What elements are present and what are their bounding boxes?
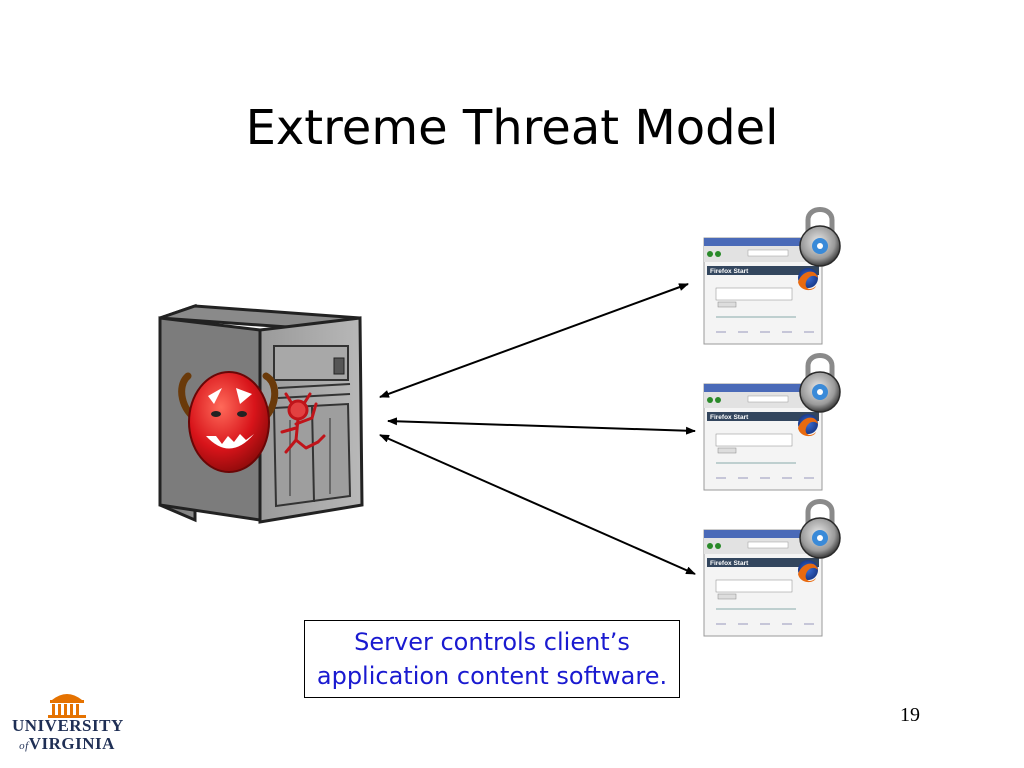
client-browser-2 xyxy=(704,356,840,491)
arrow-to-client-1 xyxy=(379,283,689,398)
callout-line-2: application content software. xyxy=(316,662,668,690)
server-tower-icon xyxy=(158,303,364,524)
arrow-to-client-3 xyxy=(379,434,696,575)
padlock-icon xyxy=(799,207,841,267)
firefox-icon xyxy=(798,268,818,291)
slide-page-number: 19 xyxy=(900,704,920,726)
callout-line-1: Server controls client’s xyxy=(354,628,630,656)
bsd-daemon-icon xyxy=(280,392,326,454)
callout-box: Server controls client’s application con… xyxy=(304,620,680,698)
client-browser-3 xyxy=(704,502,840,637)
connection-arrows xyxy=(379,283,696,575)
logo-virginia-line: ofVIRGINIA xyxy=(12,734,122,754)
arrow-to-client-2 xyxy=(387,417,696,435)
logo-university-text: UNIVERSITY xyxy=(12,716,124,735)
svg-text:Firefox Start: Firefox Start xyxy=(710,268,749,275)
university-rotunda-icon xyxy=(48,694,86,718)
devil-egg-icon xyxy=(178,371,279,473)
browser-window-icon: Firefox Start xyxy=(703,237,823,345)
client-browser-1: Firefox Start xyxy=(703,207,841,345)
slide-title: Extreme Threat Model xyxy=(245,100,779,156)
university-logo: UNIVERSITY ofVIRGINIA xyxy=(12,690,124,760)
logo-virginia-text: VIRGINIA xyxy=(28,734,115,753)
logo-of-text: of xyxy=(19,740,29,752)
